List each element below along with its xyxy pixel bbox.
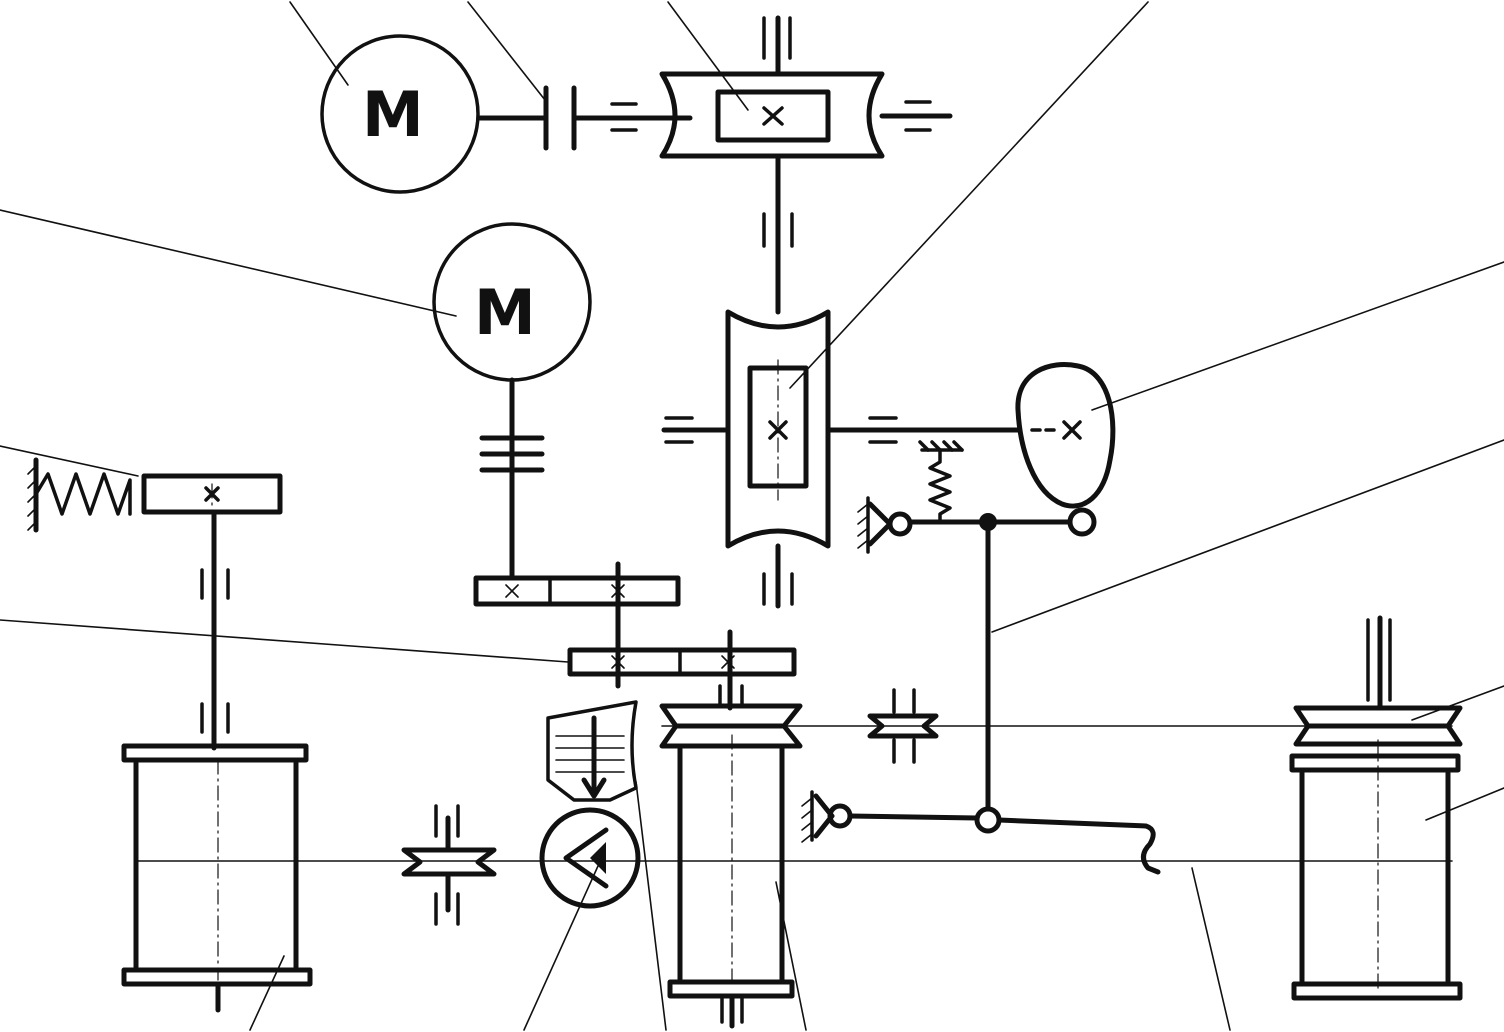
- leader-line-cam: [1091, 261, 1504, 411]
- coupling-icon: [401, 847, 497, 877]
- cam-icon: [1015, 362, 1116, 509]
- friction-clutch-upper: [867, 688, 939, 764]
- hinge-support-icon: [857, 496, 913, 554]
- leader-line-right-pulley: [1411, 685, 1504, 721]
- leader-line-tank: [635, 781, 667, 1031]
- spur-gear-icon: [473, 575, 681, 607]
- leader-line-brake-spring: [0, 445, 139, 477]
- friction-clutch-lower: [401, 804, 497, 926]
- hinge-support-icon: [801, 790, 853, 843]
- motor-2-label: M: [474, 276, 536, 349]
- coupling-icon: [479, 435, 545, 473]
- motor-2: M: [432, 222, 592, 581]
- drum-icon: [1289, 753, 1463, 1001]
- center-drum: [659, 703, 803, 1029]
- spring-icon: [34, 472, 132, 516]
- leader-line-coupling-1: [467, 1, 546, 101]
- leader-line-motor-1: [289, 1, 349, 86]
- motor-icon: [320, 34, 480, 194]
- leader-line-gear-pair: [0, 619, 569, 663]
- coupling-icon: [867, 713, 939, 739]
- pump-icon: [539, 807, 641, 909]
- right-drum: [1289, 615, 1463, 1001]
- brake-assembly: [27, 457, 283, 751]
- drum-icon: [667, 743, 795, 999]
- spur-gear-icon: [567, 647, 797, 677]
- leader-line-lever: [991, 439, 1504, 633]
- worm-gear-1: [659, 15, 953, 159]
- motor-1: M: [320, 34, 693, 194]
- coupling-icon: [543, 85, 577, 151]
- vertical-shaft: [762, 153, 794, 315]
- leader-line-left-drum: [249, 955, 285, 1031]
- leader-line-right-drum: [1425, 787, 1504, 821]
- gear-train: [473, 561, 797, 711]
- leader-line-pump: [523, 865, 599, 1031]
- oil-tank: [546, 700, 638, 802]
- drum-icon: [121, 743, 313, 987]
- worm-gear-2: [661, 309, 1021, 609]
- worm-gear-icon: [659, 71, 885, 159]
- spring-icon: [918, 440, 964, 524]
- cam-mechanism: [801, 362, 1161, 875]
- left-drum: [121, 743, 313, 1013]
- leader-line-motor-2: [0, 209, 457, 317]
- leader-line-rope: [1191, 867, 1231, 1031]
- bearing-marks: [610, 102, 638, 132]
- leader-line-worm-gear-2: [789, 1, 1149, 389]
- motor-1-label: M: [362, 78, 424, 151]
- center-lines: [211, 359, 1379, 991]
